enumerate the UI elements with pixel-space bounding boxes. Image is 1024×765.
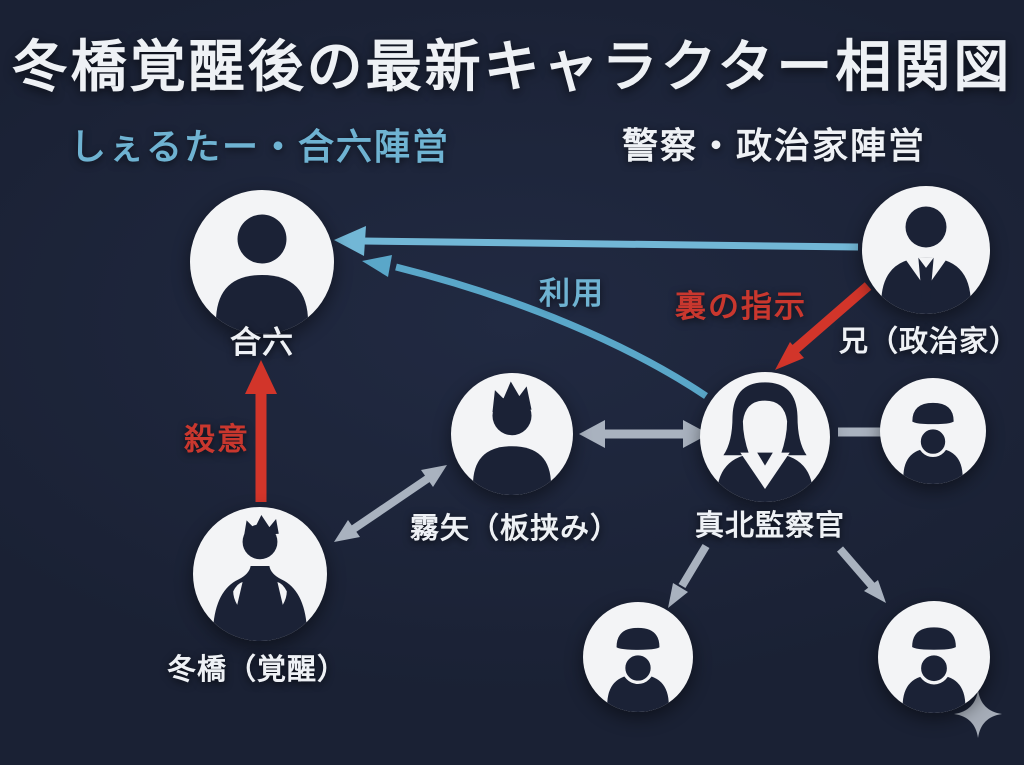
label-goroku: 合六	[230, 325, 294, 360]
person-female-suit-icon	[700, 372, 830, 502]
arrow-uses-straight	[334, 226, 859, 256]
arrow-head	[334, 226, 366, 256]
arrow-makita-officer-bottom-right	[836, 546, 886, 603]
label-ani: 兄（政治家）	[838, 326, 1020, 358]
arrow-head	[579, 420, 605, 448]
label-murderous-intent: 殺意	[184, 422, 250, 457]
avatar-fuyuhashi	[193, 507, 327, 641]
police-officer-icon	[880, 378, 986, 484]
arrow-uses-curved	[362, 255, 708, 399]
avatar-ani	[862, 186, 990, 314]
label-kiriya: 霧矢（板挟み）	[409, 513, 621, 545]
label-fuyuhashi: 冬橋（覚醒）	[166, 654, 348, 686]
avatar-kiriya	[451, 373, 573, 495]
arrow-head	[362, 255, 392, 277]
person-muscular-icon	[193, 507, 327, 641]
arrow-head	[668, 583, 688, 608]
person-male-icon	[190, 190, 334, 334]
arrow-head	[245, 360, 277, 394]
label-uses: 利用	[539, 276, 605, 311]
arrow-head	[421, 465, 447, 487]
label-makita: 真北監察官	[694, 510, 846, 542]
arrow-makita-officer-bottom-left	[668, 543, 710, 608]
person-spiky-hair-icon	[451, 373, 573, 495]
police-officer-icon	[878, 601, 990, 713]
label-secret-orders: 裏の指示	[675, 289, 807, 324]
avatar-officer-right	[880, 378, 986, 484]
arrow-head	[775, 342, 804, 370]
arrow-head	[334, 520, 360, 542]
arrow-shaft	[678, 543, 710, 589]
arrow-shaft	[836, 546, 876, 589]
arrow-shaft	[361, 237, 859, 251]
faction-label-shelter: しぇるたー・合六陣営	[70, 126, 451, 167]
page-title: 冬橋覚醒後の最新キャラクター相関図	[11, 35, 1013, 98]
avatar-officer-bottom-right	[878, 601, 990, 713]
arrow-head	[864, 580, 886, 603]
avatar-officer-bottom-left	[583, 602, 693, 712]
arrow-kiriya-makita	[579, 420, 709, 448]
police-officer-icon	[583, 602, 693, 712]
person-suit-icon	[862, 186, 990, 314]
avatar-makita	[700, 372, 830, 502]
avatar-goroku	[190, 190, 334, 334]
faction-label-police: 警察・政治家陣営	[622, 125, 927, 166]
